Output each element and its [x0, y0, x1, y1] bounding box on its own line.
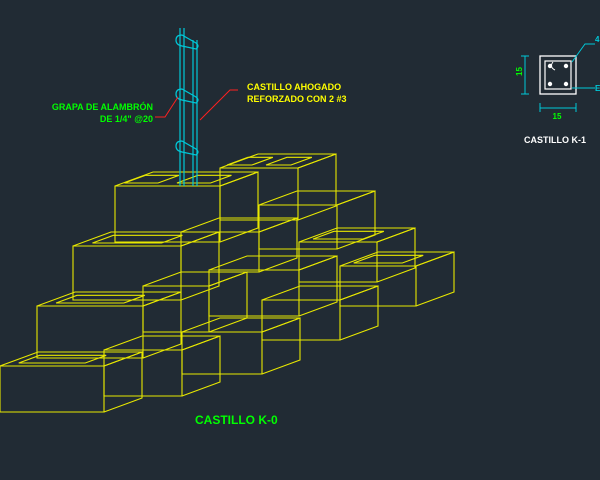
block-edge: [103, 351, 143, 413]
block-edge: [208, 269, 300, 317]
block-edge: [103, 335, 221, 351]
block-edge: [339, 285, 379, 341]
block-edge: [180, 231, 220, 301]
block-edge: [298, 241, 378, 283]
block-edge: [18, 354, 107, 364]
block-edge: [415, 251, 455, 307]
concrete-block-wall: [0, 153, 455, 413]
block-edge: [0, 365, 105, 413]
block-edge: [92, 234, 183, 244]
callout-top: 4: [595, 35, 600, 44]
block-edge: [261, 285, 379, 301]
block-edge: [0, 351, 143, 367]
label-castillo-line1: CASTILLO AHOGADO: [247, 82, 341, 92]
block-edge: [181, 331, 263, 375]
block-edge: [55, 294, 146, 304]
block-edge: [261, 299, 341, 341]
block-edge: [142, 291, 182, 359]
block-edge: [376, 227, 416, 283]
block-edge: [176, 174, 232, 184]
dim-height: 15: [515, 67, 524, 76]
block-edge: [142, 271, 248, 287]
block-edge: [353, 254, 424, 264]
block-edge: [258, 217, 298, 273]
detail-k1: [521, 43, 595, 112]
block-edge: [339, 251, 455, 267]
block-edge: [297, 153, 337, 221]
block-edge: [298, 227, 416, 243]
detail-title: CASTILLO K-1: [524, 135, 586, 145]
callout-side: E: [595, 84, 600, 93]
block-edge: [208, 271, 248, 333]
label-grapa-line2: DE 1/4" @20: [100, 114, 153, 124]
block-edge: [336, 190, 376, 250]
block-edge: [181, 335, 221, 397]
block-edge: [261, 317, 301, 375]
block-edge: [114, 185, 221, 243]
block-edge: [124, 174, 180, 184]
block-edge: [36, 291, 182, 307]
label-grapa-line1: GRAPA DE ALAMBRÓN: [52, 101, 153, 112]
block-edge: [219, 171, 259, 243]
dim-width: 15: [553, 112, 562, 121]
block-edge: [265, 156, 313, 166]
block-edge: [312, 230, 385, 240]
label-castillo-line2: REFORZADO CON 2 #3: [247, 94, 347, 104]
block-edge: [72, 231, 220, 247]
rebar-castillo: [175, 28, 199, 186]
block-edge: [258, 190, 376, 206]
block-edge: [226, 156, 274, 166]
main-title: CASTILLO K-0: [195, 413, 278, 427]
block-edge: [298, 255, 338, 317]
leader-lines: [155, 89, 238, 121]
